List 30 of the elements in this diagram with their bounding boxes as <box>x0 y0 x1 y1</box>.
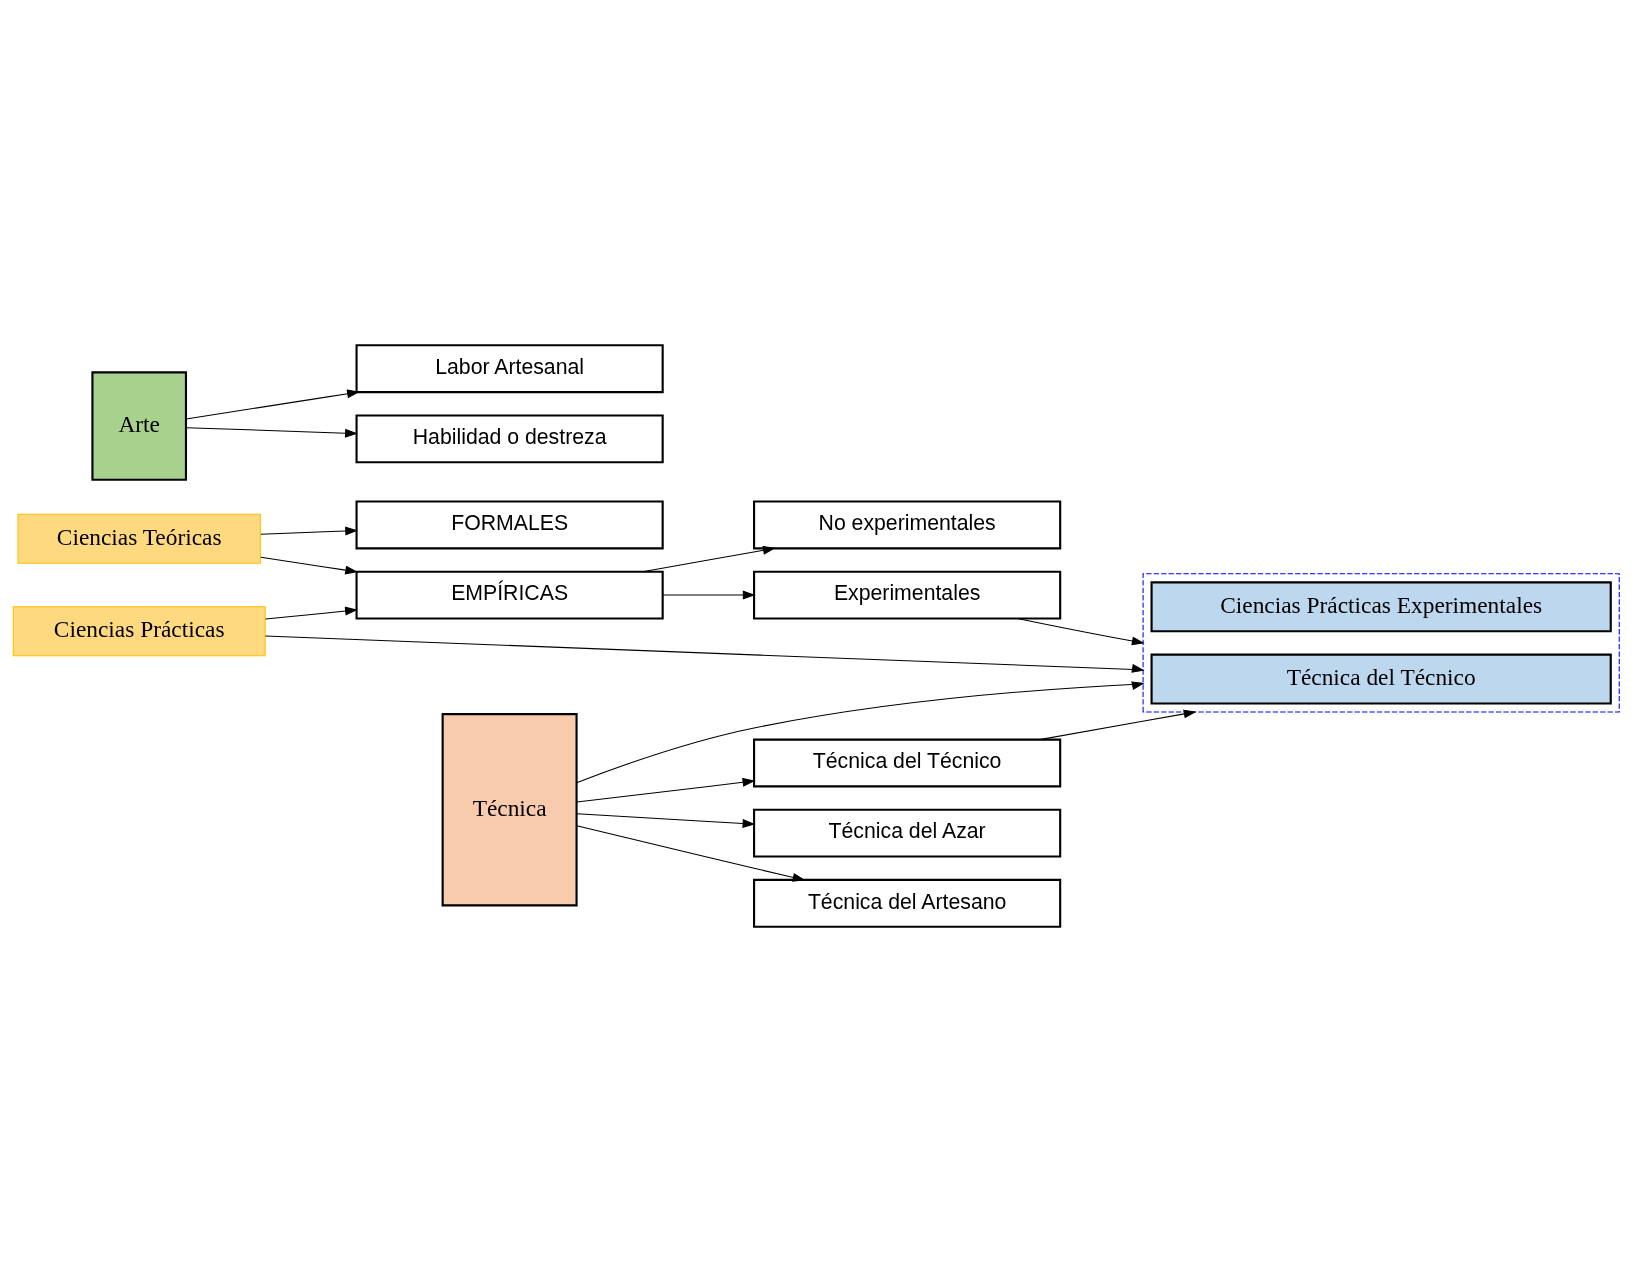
arrow <box>259 526 358 535</box>
node-box: Ciencias Prácticas Experimentales <box>1150 580 1612 632</box>
node-box: Ciencias Prácticas <box>12 605 266 656</box>
arrow <box>185 426 358 438</box>
node-box: Técnica del Técnico <box>1150 653 1612 705</box>
node-box: Labor Artesanal <box>355 343 664 393</box>
node-box: Técnica del Artesano <box>752 878 1061 928</box>
arrow <box>575 680 1145 783</box>
arrow <box>259 556 358 575</box>
node-box: Ciencias Teóricas <box>17 513 261 564</box>
arrow <box>575 812 755 828</box>
arrow <box>1038 709 1197 740</box>
node-box: Experimentales <box>752 570 1061 620</box>
arrow <box>264 635 1145 673</box>
arrow <box>641 545 776 572</box>
arrow <box>575 777 755 802</box>
node-box: FORMALES <box>355 500 664 549</box>
node-box: Técnica del Azar <box>752 808 1061 858</box>
cluster <box>1142 572 1620 713</box>
node-box: No experimentales <box>752 500 1061 549</box>
arrow <box>1016 617 1145 645</box>
arrow <box>575 824 805 882</box>
node-box: Habilidad o destreza <box>355 413 664 463</box>
arrow <box>264 606 358 619</box>
arrow <box>185 388 360 419</box>
node-box: EMPÍRICAS <box>355 570 664 620</box>
node-box: Técnica del Técnico <box>752 738 1061 787</box>
node-box: Arte <box>90 370 187 481</box>
arrow <box>661 590 756 600</box>
node-box: Técnica <box>441 712 578 906</box>
